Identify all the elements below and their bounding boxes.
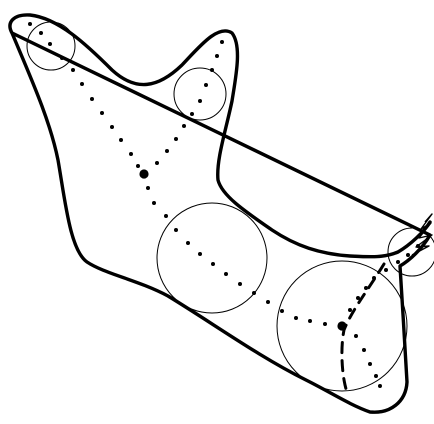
- junction-body: [337, 321, 346, 330]
- bone-outline: [10, 15, 430, 412]
- branch-ramus: [146, 186, 327, 326]
- circle-coronoid: [174, 68, 226, 120]
- junction-ramus: [139, 169, 148, 178]
- circle-angle: [157, 203, 267, 313]
- circle-condyle: [27, 22, 75, 70]
